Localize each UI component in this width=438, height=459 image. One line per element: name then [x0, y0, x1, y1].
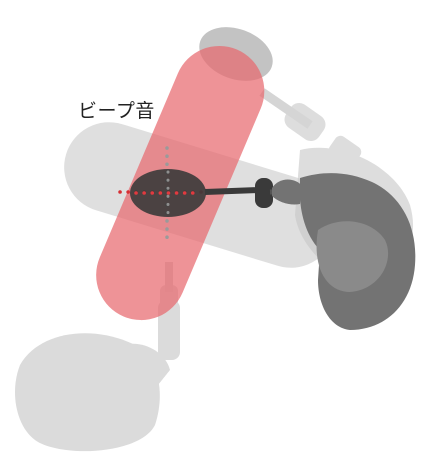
operator-silhouette-icon — [272, 173, 416, 330]
ghost-shaft-top — [259, 88, 313, 129]
beep-label: ビープ音 — [78, 100, 155, 122]
